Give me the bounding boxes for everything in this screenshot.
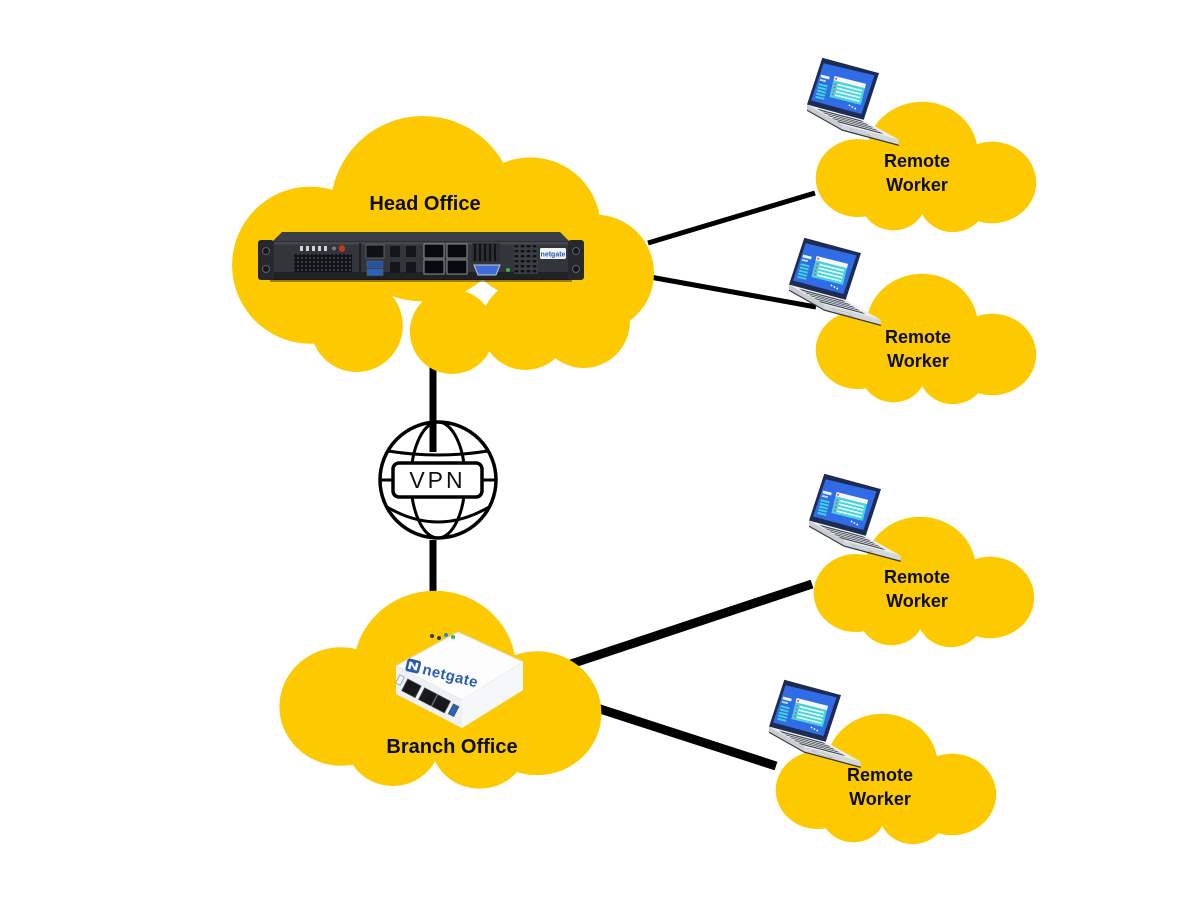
remote-worker-4-laptop (768, 679, 862, 769)
server-status-leds (300, 245, 346, 252)
netgate-appliance: netgate (394, 631, 525, 728)
rack-server: netgate (258, 232, 584, 282)
server-ethernet-port (365, 244, 385, 259)
server-ethernet-port-block (423, 243, 468, 275)
branch-office-label: Branch Office (386, 736, 518, 758)
server-badge-text: netgate (541, 252, 566, 259)
vpn-globe-icon (378, 420, 498, 540)
remote-worker-3-laptop (808, 473, 902, 563)
link-head-office-remote-worker-1 (647, 190, 816, 246)
vpn-label: VPN (409, 467, 466, 493)
link-branch-office-remote-worker-4 (595, 703, 778, 771)
appliance-status-leds (430, 633, 455, 640)
appliance-ports (395, 674, 460, 718)
remote-worker-4-label: Remote Worker (846, 765, 913, 809)
link-head-office-remote-worker-2 (649, 274, 817, 310)
server-right-rack-ear (568, 240, 584, 280)
server-left-rack-ear (258, 240, 274, 280)
server-netgate-badge (540, 248, 566, 259)
link-lines (429, 190, 817, 771)
server-usb-port (366, 260, 384, 268)
remote-worker-1-laptop (806, 57, 900, 147)
head-office-label: Head Office (369, 193, 481, 215)
remote-worker-3-label: Remote Worker (883, 567, 950, 611)
remote-worker-1-label: Remote Worker (883, 151, 950, 195)
server-usb-port (366, 268, 384, 276)
link-branch-office-remote-worker-3 (563, 579, 814, 671)
remote-worker-2-label: Remote Worker (884, 327, 951, 371)
server-vga-port (473, 264, 501, 276)
remote-worker-2-laptop (788, 237, 882, 327)
vpn-label-box (391, 461, 484, 499)
